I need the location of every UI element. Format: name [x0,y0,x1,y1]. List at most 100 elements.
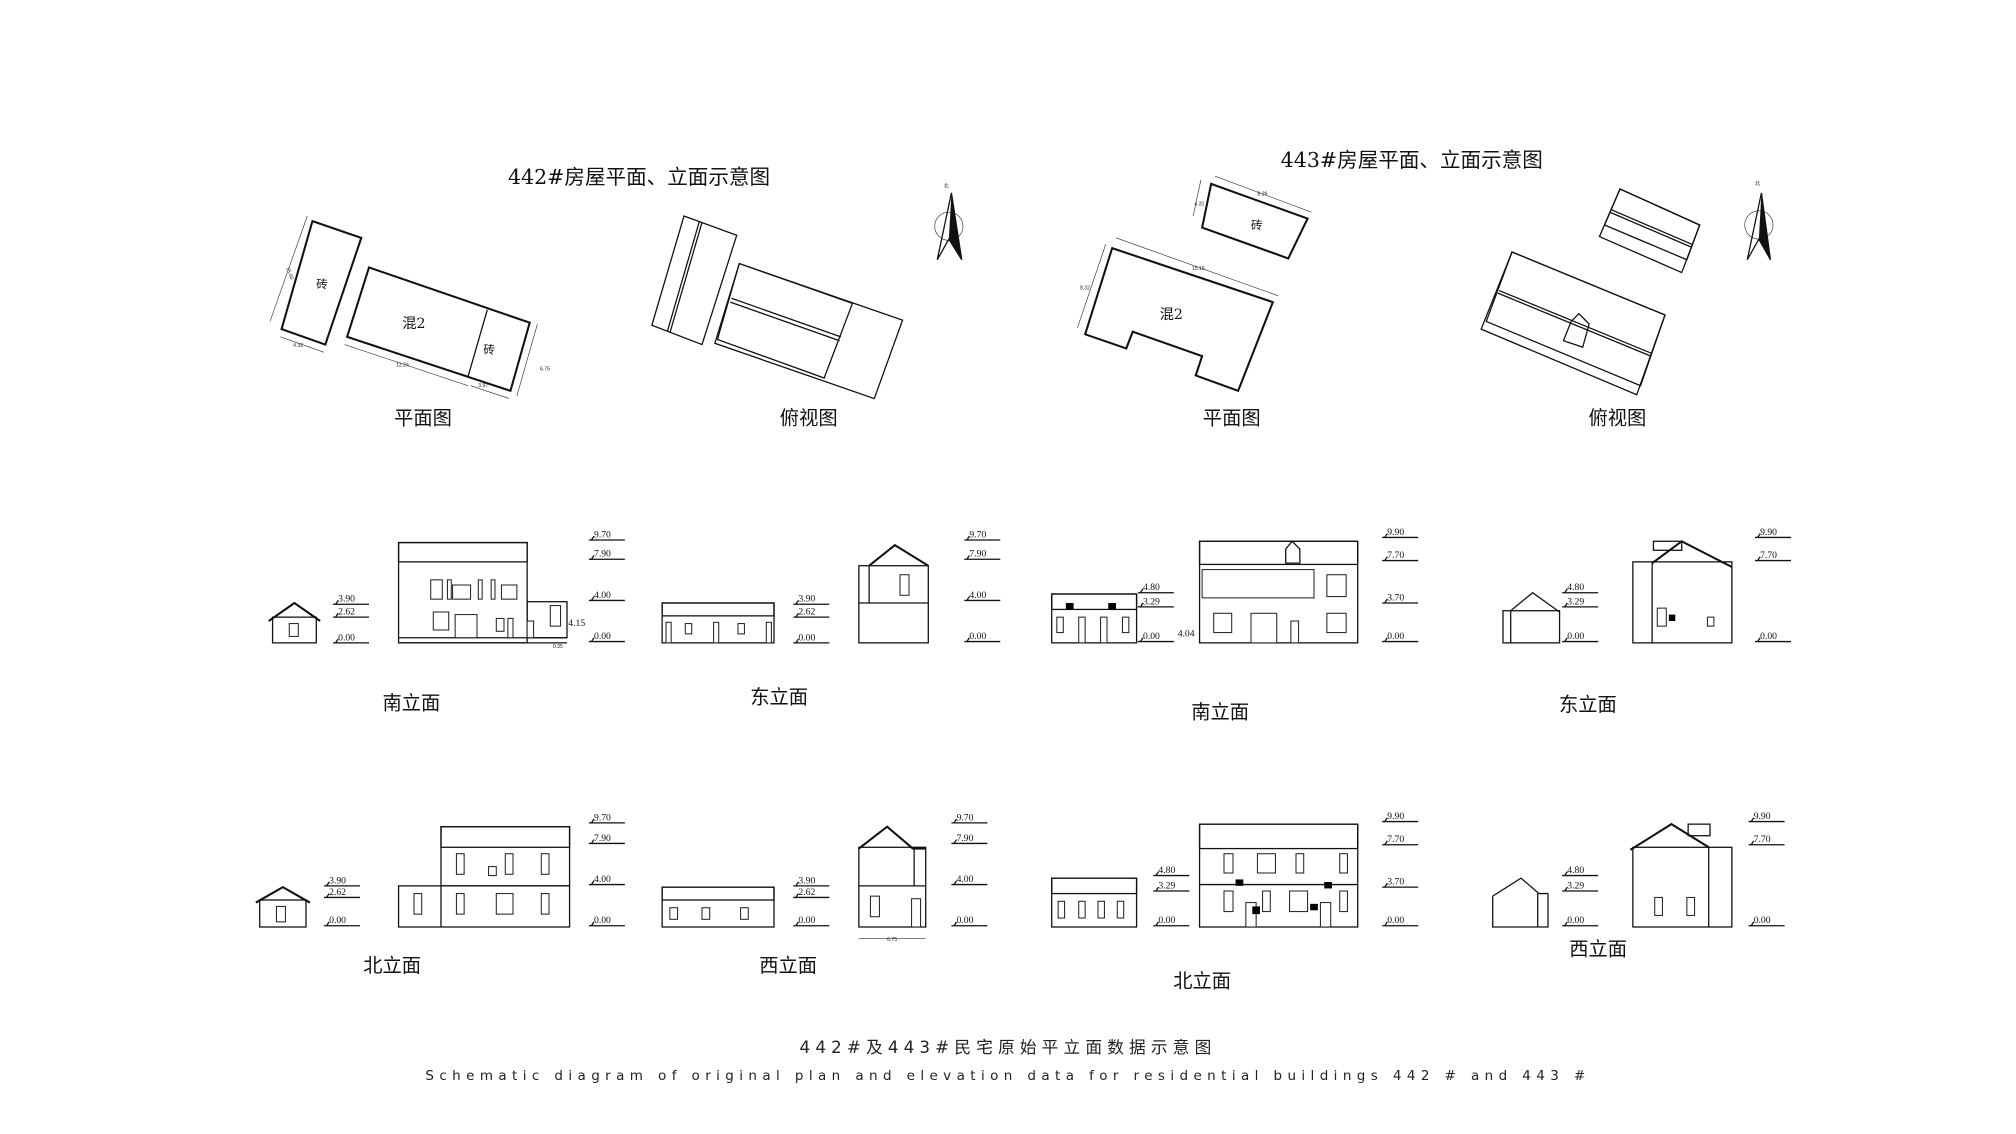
level-marker: 9.90 [1382,527,1419,539]
level-label: 4.80 [1158,865,1175,876]
level-label: 7.90 [969,549,986,560]
level-label: 9.90 [1760,527,1777,538]
dimension-label: 15.16 [1192,266,1205,272]
level-marker: 4.00 [588,590,625,602]
level-label: 7.70 [1760,550,1777,561]
level-marker: 7.90 [964,549,1001,560]
house-443-east-elevation [1502,540,1733,644]
house-442-top-view [651,215,904,400]
level-label: 3.29 [1567,596,1584,607]
level-label: 7.70 [1754,834,1771,845]
dimension-label: 8.29 [1257,191,1267,197]
svg-text:北: 北 [1755,179,1760,187]
house-443-west-elevation [1492,822,1733,928]
level-line [964,535,1001,541]
level-label: 9.90 [1754,811,1771,822]
level-line [1562,637,1599,643]
level-label: 0.00 [1143,631,1160,642]
level-line [1382,882,1419,888]
level-label: 4.15 [568,618,585,629]
level-label: 0.00 [594,631,611,642]
level-line [1382,598,1419,604]
level-label: 0.00 [1567,631,1584,642]
house-442-north-label: 北立面 [363,954,421,977]
level-marker: 3.29 [1153,880,1190,892]
house-443-north-label: 北立面 [1173,969,1231,992]
level-line [324,893,360,899]
level-marker: 0.00 [1748,915,1785,927]
level-line [1137,588,1174,594]
house-442-east-label: 东立面 [750,685,808,708]
level-line [1382,533,1419,539]
level-label: 3.90 [329,875,346,886]
level-line [1153,921,1190,927]
level-label: 2.62 [338,607,355,618]
level-line [588,818,625,824]
level-marker: 7.70 [1755,550,1792,562]
level-line [1748,921,1785,927]
level-label: 0.00 [957,915,974,926]
level-marker: 0.00 [1137,631,1174,643]
level-label: 9.90 [1387,527,1404,538]
level-marker: 2.62 [793,887,830,899]
level-line [588,839,625,845]
north-arrow-icon: 北 [934,182,964,261]
structure-mark: 混2 [402,316,425,332]
house-442-south-elevation: 4.15 0.35 [268,541,585,650]
level-markers: 3.902.620.009.707.904.000.003.902.620.00… [324,527,1792,927]
level-marker: 0.00 [1382,631,1419,643]
level-label: 0.00 [1387,631,1404,642]
house-443-plan: 4.31 8.29 8.32 15.16 砖 混2 [1077,175,1312,393]
level-line [1562,886,1599,892]
level-marker: 9.70 [951,812,988,824]
level-line [1153,871,1190,877]
level-line [1755,556,1792,562]
level-line [588,921,625,927]
level-marker: 3.90 [793,875,830,887]
level-line [1137,637,1174,643]
level-marker: 9.70 [588,812,625,824]
level-marker: 0.00 [1382,915,1419,927]
house-443-north-elevation [1051,823,1359,928]
level-label: 2.62 [798,887,815,898]
level-line [951,921,988,927]
level-marker: 0.00 [1153,915,1190,927]
level-line [793,612,830,618]
level-line [1562,588,1599,594]
level-label: 0.00 [1567,915,1584,926]
level-marker: 0.00 [588,631,625,643]
level-line [588,596,625,602]
level-marker: 9.70 [588,529,625,541]
level-line [333,612,369,618]
level-marker: 4.00 [964,590,1001,602]
dimension-label: 0.35 [553,644,563,650]
level-line [793,921,830,927]
level-marker: 4.80 [1562,865,1599,877]
level-marker: 0.00 [793,915,830,927]
level-line [1382,817,1419,823]
level-marker: 3.70 [1382,592,1419,604]
level-label: 7.70 [1387,550,1404,561]
level-marker: 9.90 [1382,811,1419,823]
level-line [1382,637,1419,643]
level-line [793,600,830,605]
house-442-north-elevation [255,826,571,928]
level-label: 0.00 [1760,631,1777,642]
dimension-label: 8.32 [1080,285,1090,291]
level-label: 3.29 [1158,880,1175,891]
level-line [951,818,988,824]
level-line [793,881,830,887]
level-label: 0.00 [969,631,986,642]
level-marker: 0.00 [951,915,988,927]
level-marker: 0.00 [1562,631,1599,643]
level-line [588,535,625,541]
structure-mark: 砖 [483,343,495,357]
level-marker: 0.00 [964,631,1001,643]
level-label: 3.29 [1143,596,1160,607]
level-label: 0.00 [1158,915,1175,926]
level-label: 9.70 [969,529,986,540]
level-line [1755,533,1792,539]
level-marker: 3.29 [1562,880,1599,892]
level-label: 3.70 [1387,877,1404,888]
